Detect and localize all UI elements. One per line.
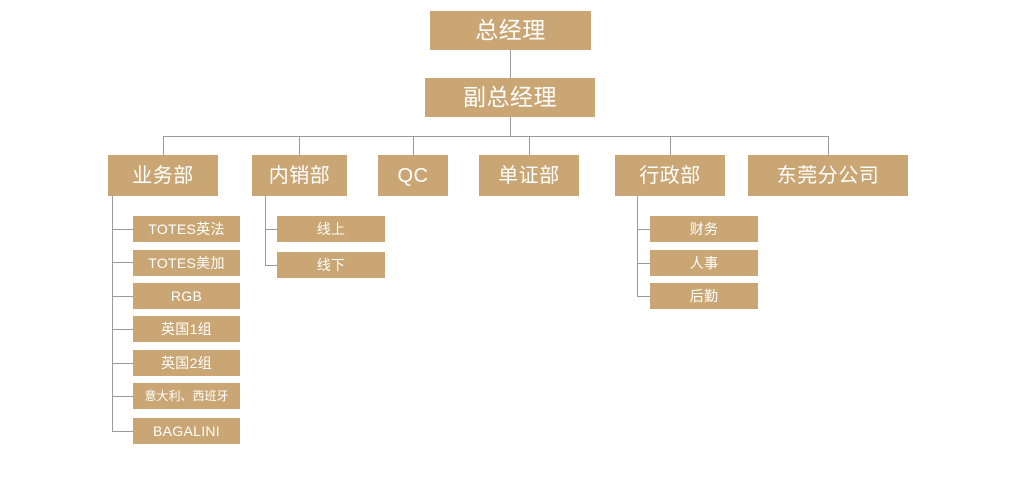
connector-stub-administration <box>670 136 671 155</box>
connector-domestic-sales-branch-1 <box>265 229 277 230</box>
node-business-child-uk-group-2[interactable]: 英国2组 <box>133 350 240 376</box>
node-administration-child-finance[interactable]: 财务 <box>650 216 758 242</box>
connector-business-spine <box>112 196 113 432</box>
node-business-child-bagalini[interactable]: BAGALINI <box>133 418 240 444</box>
node-business-child-italy-spain[interactable]: 意大利、西班牙 <box>133 383 240 409</box>
connector-business-branch-5 <box>112 363 133 364</box>
connector-domestic-sales-branch-2 <box>265 265 277 266</box>
connector-domestic-sales-spine <box>265 196 266 266</box>
connector-administration-branch-3 <box>637 296 650 297</box>
node-department-business[interactable]: 业务部 <box>108 155 218 196</box>
node-department-documentation[interactable]: 单证部 <box>479 155 579 196</box>
connector-stub-documentation <box>529 136 530 155</box>
node-deputy-general-manager[interactable]: 副总经理 <box>425 78 595 117</box>
node-business-child-totes-uk-france[interactable]: TOTES英法 <box>133 216 240 242</box>
connector-administration-spine <box>637 196 638 297</box>
connector-business-branch-7 <box>112 431 133 432</box>
node-domestic-sales-child-offline[interactable]: 线下 <box>277 252 385 278</box>
connector-administration-branch-2 <box>637 263 650 264</box>
node-domestic-sales-child-online[interactable]: 线上 <box>277 216 385 242</box>
connector-business-branch-1 <box>112 229 133 230</box>
connector-gm-to-deputy <box>510 50 511 78</box>
connector-business-branch-4 <box>112 329 133 330</box>
connector-deputy-drop <box>510 117 511 136</box>
connector-stub-business <box>163 136 164 155</box>
connector-stub-domestic-sales <box>299 136 300 155</box>
connector-business-branch-3 <box>112 296 133 297</box>
node-administration-child-human-resources[interactable]: 人事 <box>650 250 758 276</box>
connector-department-bus <box>163 136 828 137</box>
node-general-manager[interactable]: 总经理 <box>430 11 591 50</box>
node-department-dongguan-branch[interactable]: 东莞分公司 <box>748 155 908 196</box>
connector-stub-qc <box>413 136 414 155</box>
connector-stub-dongguan-branch <box>828 136 829 155</box>
connector-business-branch-6 <box>112 396 133 397</box>
node-business-child-rgb[interactable]: RGB <box>133 283 240 309</box>
node-business-child-uk-group-1[interactable]: 英国1组 <box>133 316 240 342</box>
connector-administration-branch-1 <box>637 229 650 230</box>
node-department-qc[interactable]: QC <box>378 155 448 196</box>
node-department-domestic-sales[interactable]: 内销部 <box>252 155 347 196</box>
connector-business-branch-2 <box>112 262 133 263</box>
node-business-child-totes-us-canada[interactable]: TOTES美加 <box>133 250 240 276</box>
node-department-administration[interactable]: 行政部 <box>615 155 725 196</box>
node-administration-child-logistics[interactable]: 后勤 <box>650 283 758 309</box>
